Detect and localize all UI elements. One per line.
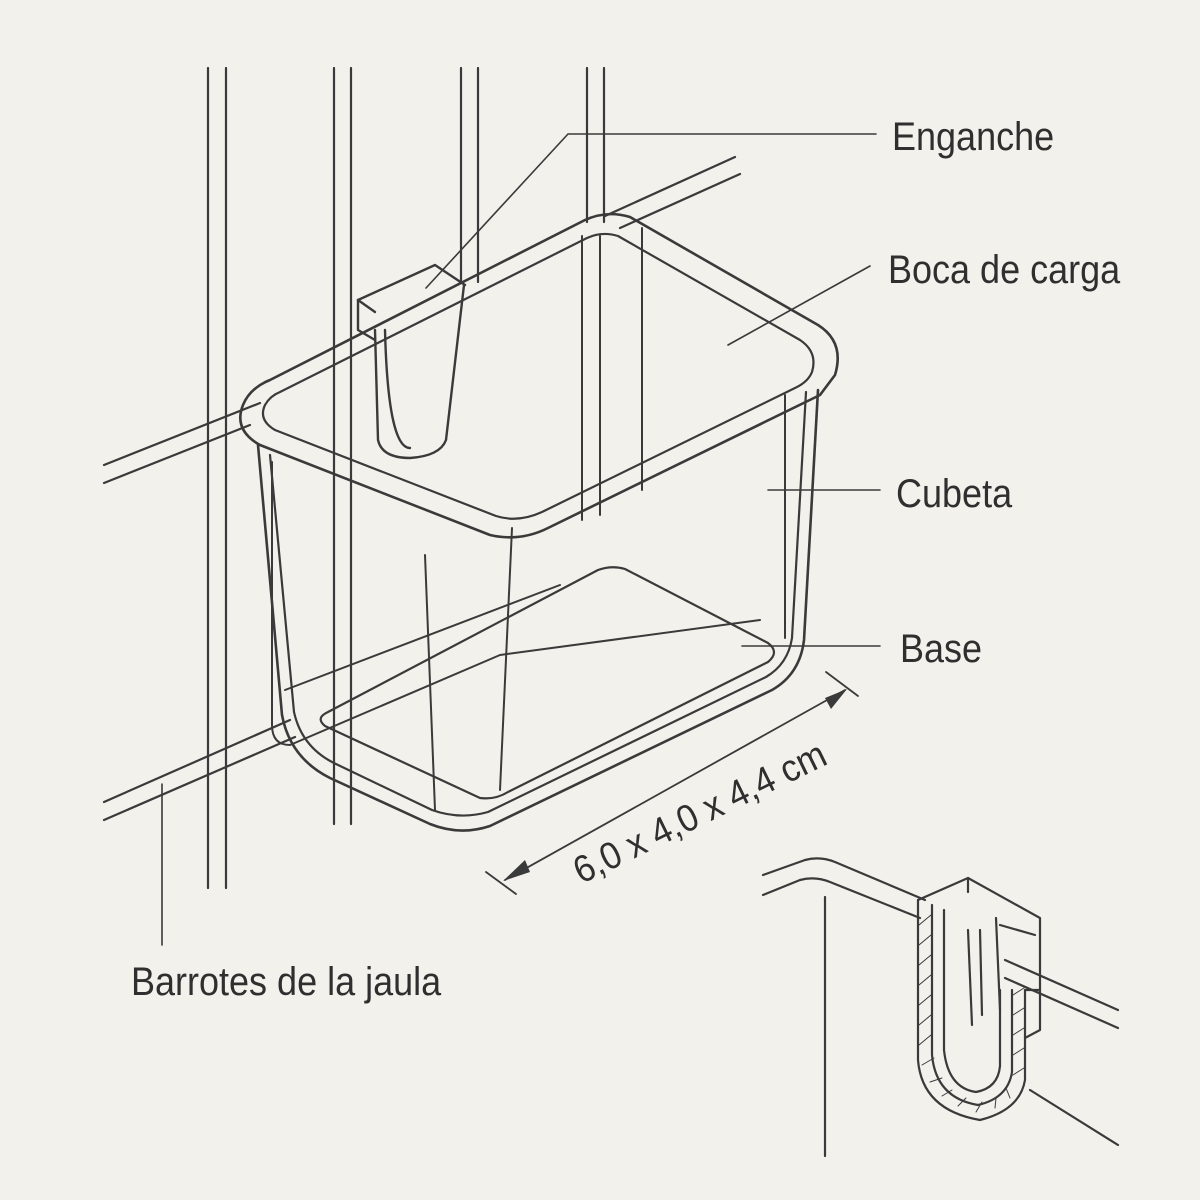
label-mouth: Boca de carga (888, 248, 1121, 292)
label-cage-bars: Barrotes de la jaula (131, 960, 442, 1004)
label-bowl: Cubeta (896, 472, 1013, 516)
cup-hook-clip (356, 263, 467, 460)
dimension-line (485, 671, 859, 895)
hook-detail-inset (761, 857, 1120, 1158)
cup-interior (271, 227, 786, 811)
cage-vertical-bars (206, 66, 606, 890)
dimension-arrowheads (503, 689, 847, 881)
leader-lines (161, 133, 881, 946)
label-base: Base (900, 627, 983, 671)
cup-rim (239, 212, 839, 539)
label-hook: Enganche (892, 115, 1055, 159)
cup-base-outline (319, 566, 776, 800)
cup-body (256, 388, 820, 832)
hook-detail-hatch (918, 914, 1025, 1113)
cage-diagonal-bars (102, 155, 742, 822)
